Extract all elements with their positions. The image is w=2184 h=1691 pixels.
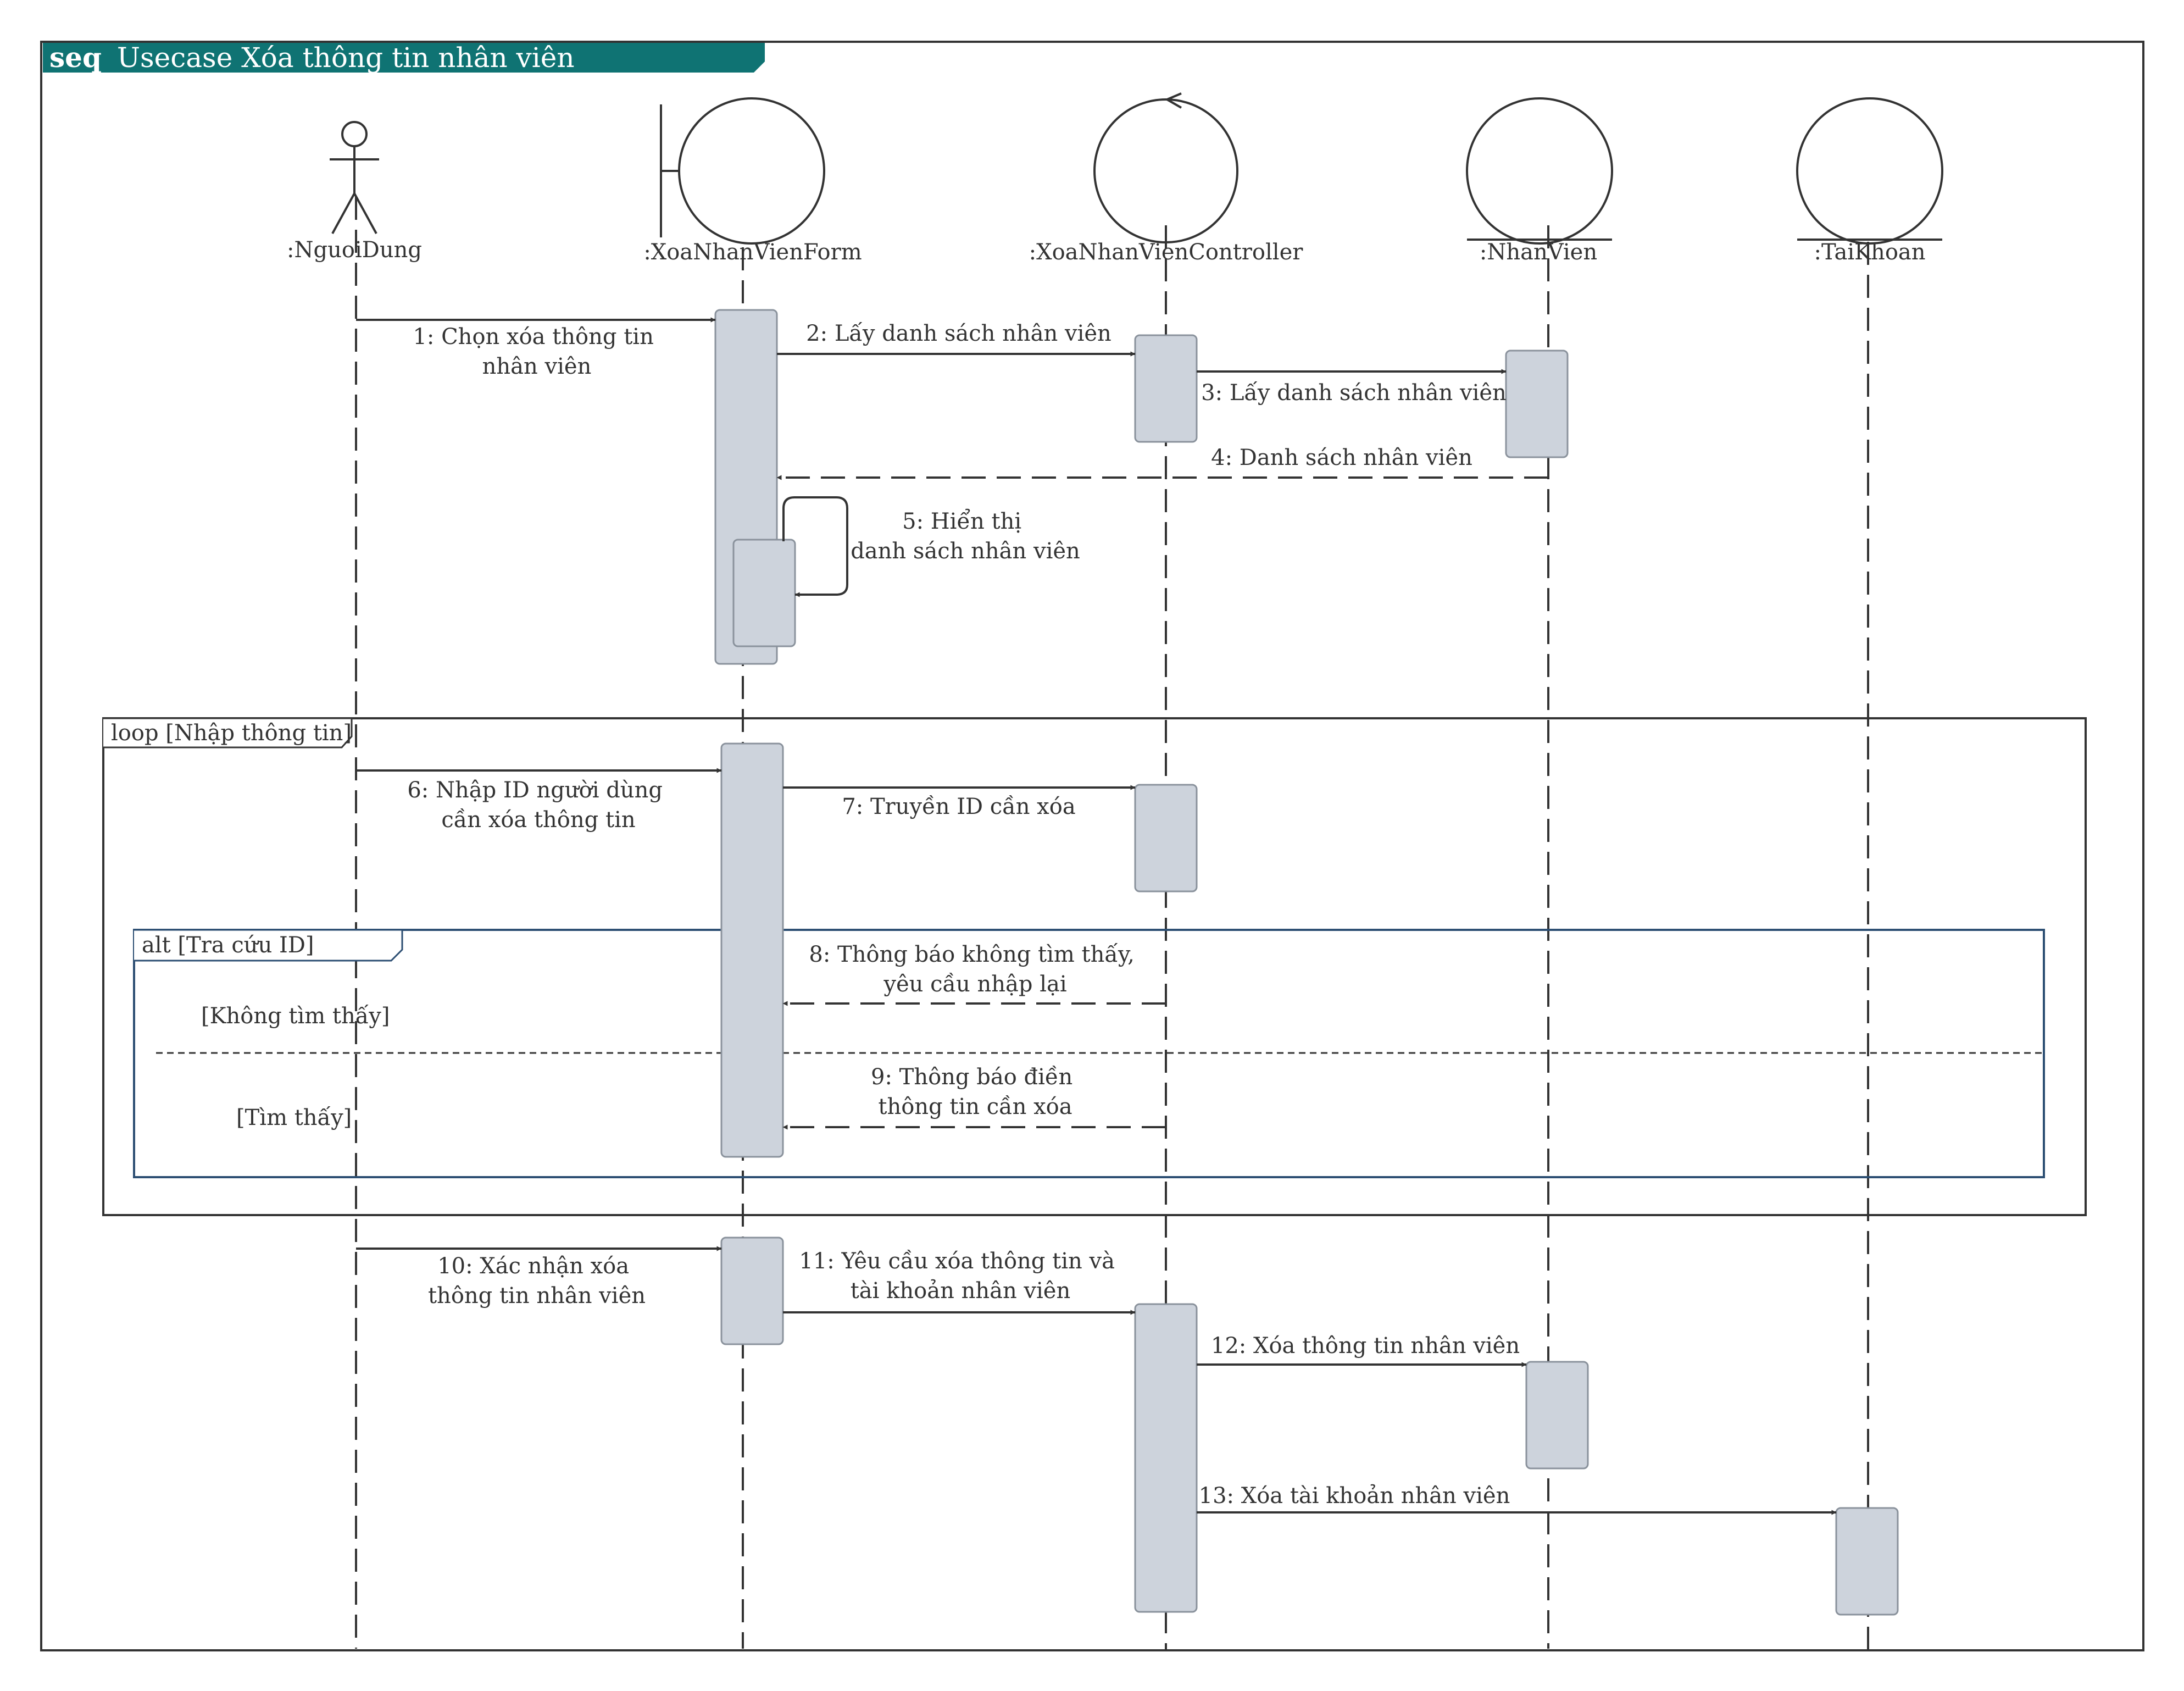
message-3-label: 3: Lấy danh sách nhân viên: [1201, 380, 1507, 406]
fragment-loop: loop [Nhập thông tin]: [102, 717, 2087, 1216]
actor-icon: [330, 121, 379, 234]
message-9-label: 9: Thông báo điền thông tin cần xóa: [871, 1065, 1080, 1119]
participant-form: :XoaNhanVienForm: [643, 97, 862, 265]
activation-ctrl-2: [1134, 784, 1198, 892]
message-arrows: [356, 317, 1837, 1515]
entity-icon: [1466, 97, 1613, 245]
boundary-icon: [660, 97, 825, 245]
alt-guard-not-found: [Không tìm thấy]: [201, 1003, 390, 1029]
activation-ctrl-3: [1134, 1303, 1198, 1613]
frame-title-tab: [43, 43, 765, 73]
message-labels: 1: Chọn xóa thông tin nhân viên 2: Lấy d…: [407, 321, 1520, 1509]
fragment-alt-label: alt [Tra cứu ID]: [142, 933, 314, 958]
activation-form-self: [732, 539, 796, 647]
activation-nv-2: [1525, 1361, 1589, 1470]
message-8-label: 8: Thông báo không tìm thấy, yêu cầu nhậ…: [809, 942, 1141, 997]
fragment-alt-frame: [133, 929, 2045, 1178]
activation-tk-1: [1835, 1507, 1899, 1616]
participant-user-name: :NguoiDung: [287, 237, 422, 263]
message-6-label: 6: Nhập ID người dùng cần xóa thông tin: [407, 778, 669, 833]
frame-title: seq Usecase Xóa thông tin nhân viên: [49, 41, 575, 74]
message-4-label: 4: Danh sách nhân viên: [1211, 445, 1472, 470]
diagram-frame: [40, 41, 2144, 1651]
entity-icon: [1796, 97, 1943, 245]
message-5-label: 5: Hiển thị danh sách nhân viên: [851, 509, 1080, 564]
message-5-arrow: [782, 496, 848, 597]
fragment-loop-frame: [102, 717, 2087, 1216]
message-12-label: 12: Xóa thông tin nhân viên: [1211, 1333, 1520, 1359]
message-2-label: 2: Lấy danh sách nhân viên: [806, 321, 1112, 346]
frame-title-text: Usecase Xóa thông tin nhân viên: [117, 42, 575, 74]
participant-nv: :NhanVien: [1466, 97, 1613, 265]
frame-keyword: seq: [49, 41, 102, 74]
message-11-label: 11: Yêu cầu xóa thông tin và tài khoản n…: [799, 1249, 1121, 1304]
participant-nv-name: :NhanVien: [1480, 240, 1597, 265]
participant-form-name: :XoaNhanVienForm: [643, 240, 862, 265]
lifelines: [355, 197, 1869, 1650]
participant-tk: :TaiKhoan: [1796, 97, 1943, 265]
fragment-loop-tab: [103, 717, 353, 749]
fragment-alt-tab: [134, 929, 403, 962]
message-1-label: 1: Chọn xóa thông tin nhân viên: [413, 324, 660, 379]
message-10-label: 10: Xác nhận xóa thông tin nhân viên: [428, 1254, 646, 1309]
fragment-alt: alt [Tra cứu ID] [Không tìm thấy] [Tìm t…: [133, 929, 2045, 1178]
participant-tk-name: :TaiKhoan: [1814, 240, 1925, 265]
activation-nv-1: [1505, 350, 1569, 458]
participant-user: :NguoiDung: [287, 121, 422, 263]
activation-form-3: [720, 1237, 784, 1345]
message-7-label: 7: Truyền ID cần xóa: [842, 794, 1075, 819]
activation-ctrl-1: [1134, 334, 1198, 443]
control-icon: [1093, 92, 1238, 243]
alt-guard-found: [Tìm thấy]: [236, 1105, 352, 1130]
activation-form-2: [720, 742, 784, 1158]
message-13-label: 13: Xóa tài khoản nhân viên: [1199, 1483, 1510, 1509]
activations: [714, 309, 1899, 1616]
fragment-loop-label: loop [Nhập thông tin]: [111, 720, 352, 746]
